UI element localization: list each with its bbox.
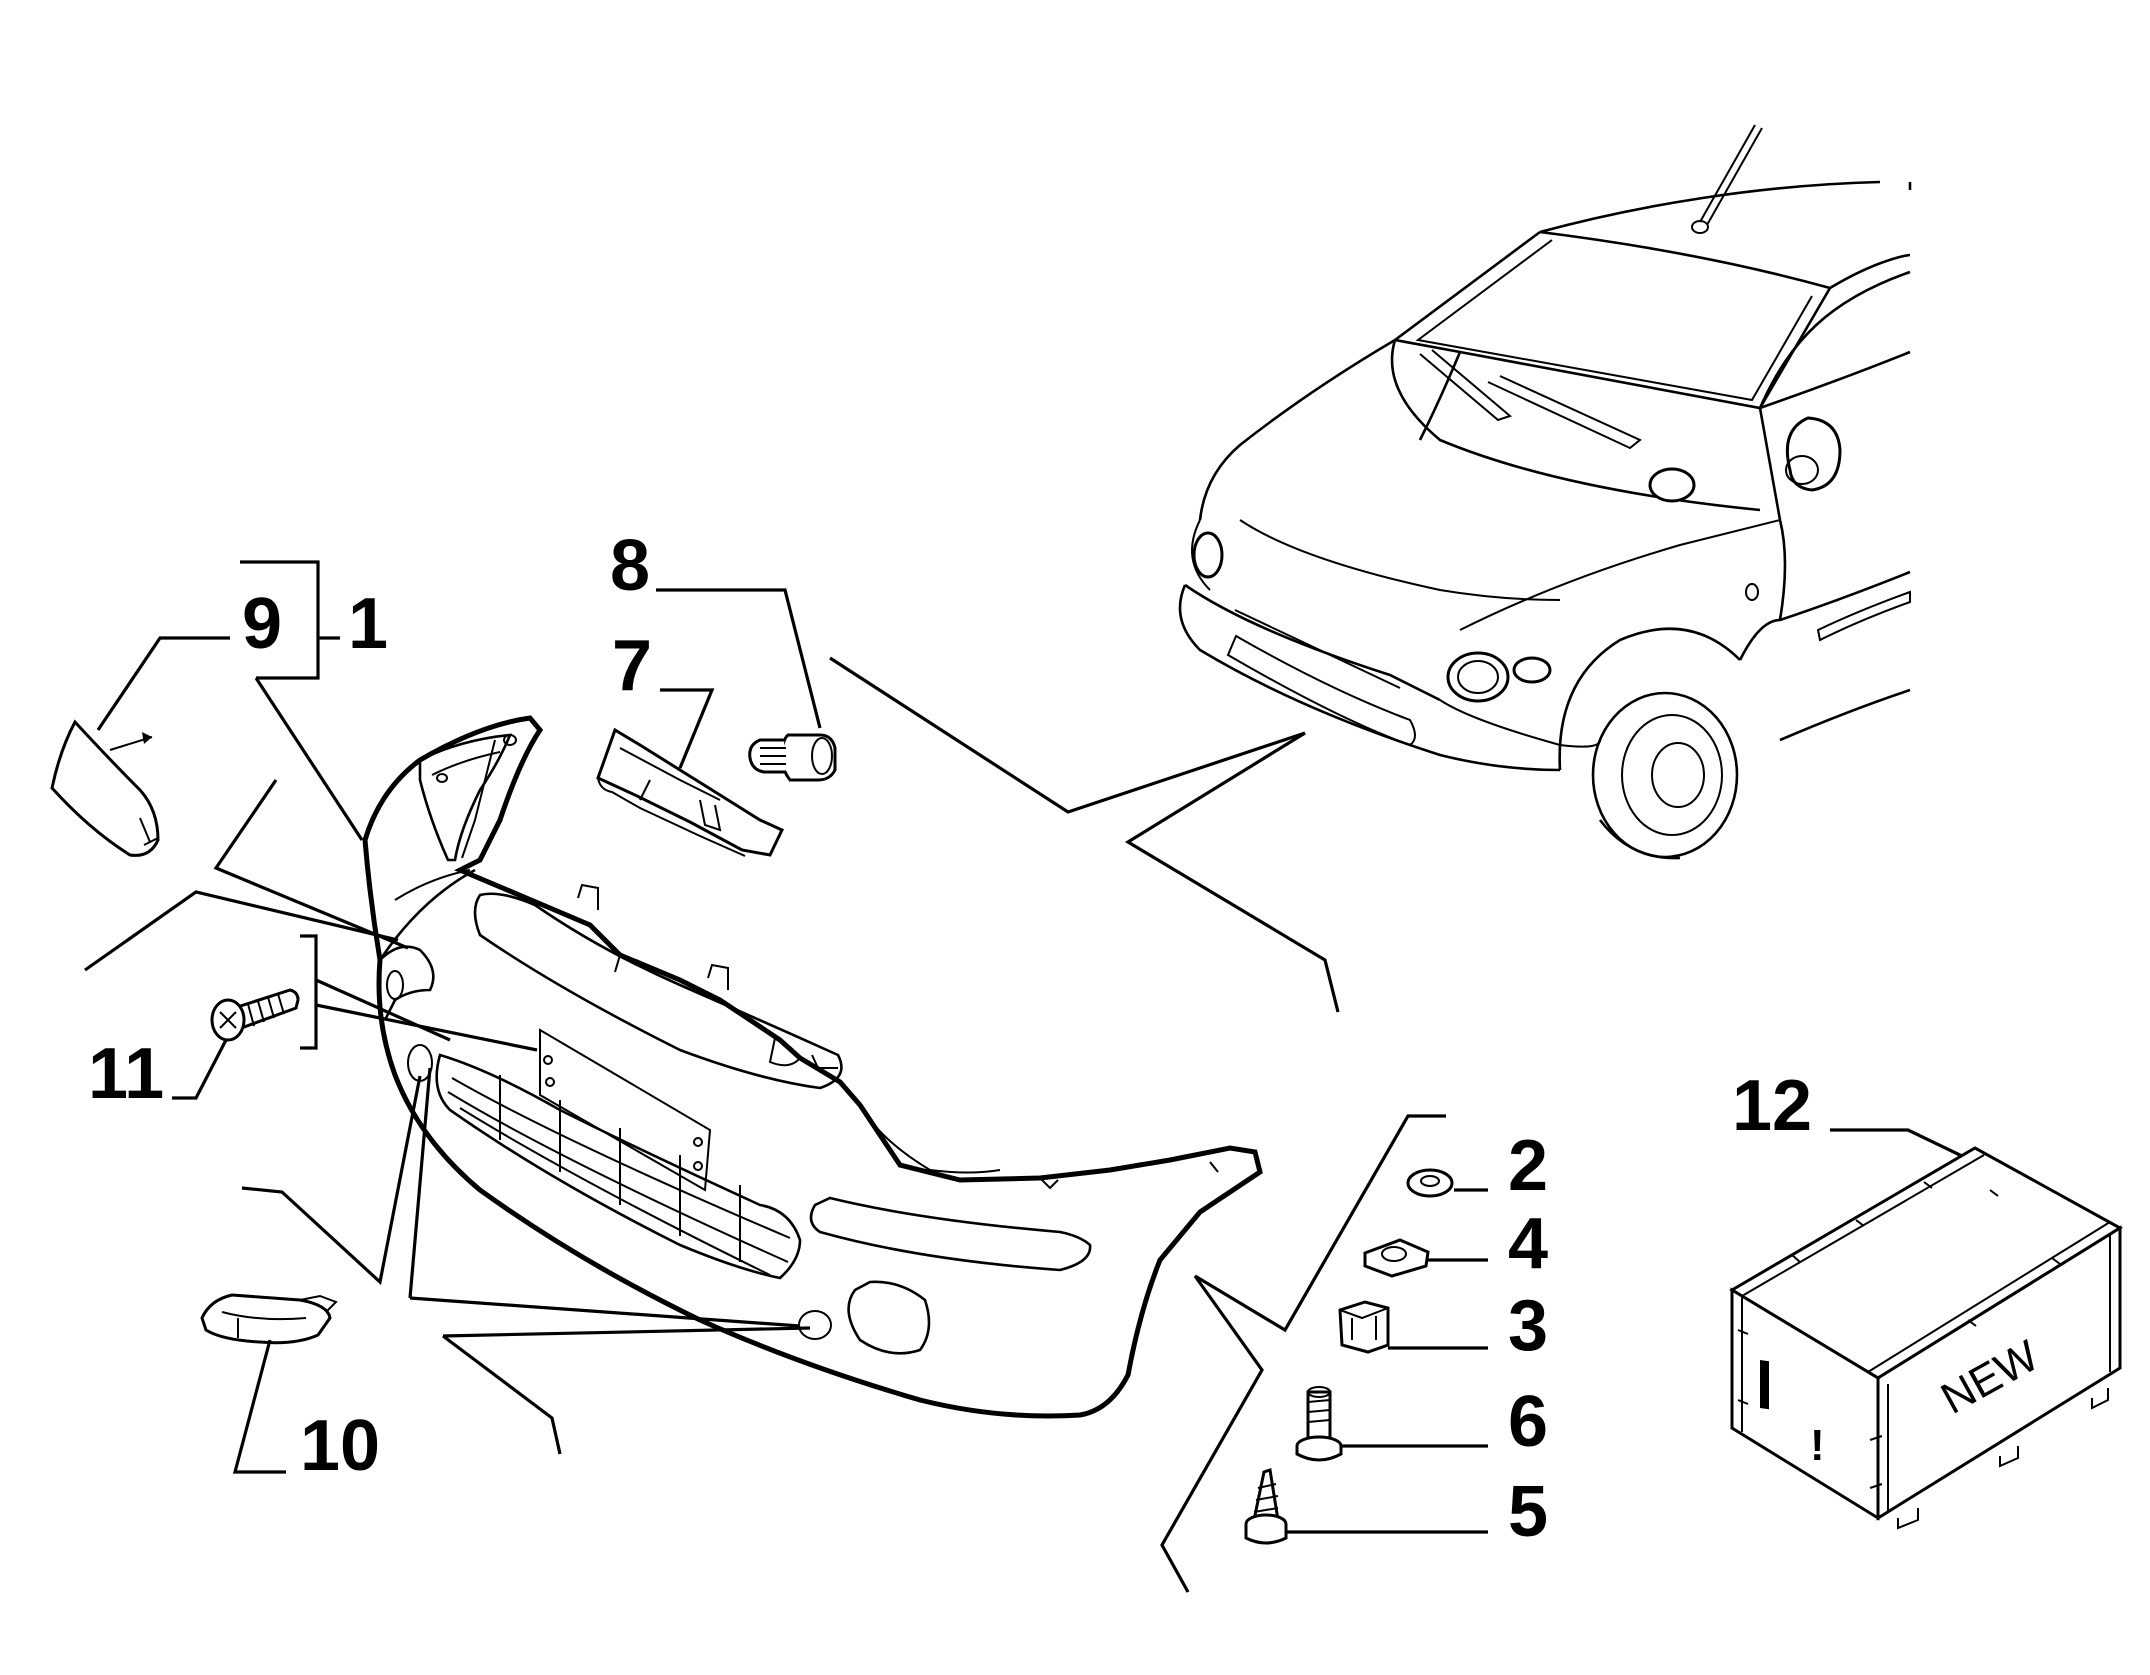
part-2-washer	[1406, 1168, 1454, 1198]
part-5-screw	[1244, 1468, 1288, 1545]
callout-11: 11	[88, 1034, 164, 1114]
part-10-clip	[200, 1293, 338, 1345]
part-9-side-cover	[50, 719, 160, 857]
part-1-front-bumper	[362, 715, 1263, 1419]
part-6-bolt	[1295, 1386, 1343, 1462]
callout-9: 9	[242, 584, 282, 664]
callout-8: 8	[610, 526, 650, 606]
callout-4: 4	[1508, 1204, 1548, 1284]
callout-10: 10	[300, 1406, 380, 1486]
callout-6: 6	[1508, 1382, 1548, 1462]
part-4-nut	[1363, 1238, 1430, 1278]
callout-3: 3	[1508, 1286, 1548, 1366]
part-11-screw	[210, 988, 300, 1042]
leader-lines	[84, 560, 1963, 1593]
box-mark-i	[1760, 1360, 1769, 1410]
callout-12: 12	[1732, 1066, 1812, 1146]
callout-labels: 9 1 8 7 11 10 2 4 3 6 5 12	[88, 526, 1812, 1552]
callout-7: 7	[612, 626, 652, 706]
part-8-clip	[748, 733, 837, 782]
callout-5: 5	[1508, 1472, 1548, 1552]
callout-2: 2	[1508, 1126, 1548, 1206]
callout-1: 1	[348, 584, 388, 664]
car-illustration	[1178, 124, 1912, 860]
part-3-clip	[1338, 1300, 1390, 1354]
part-7-bracket	[596, 727, 785, 857]
part-12-new-box: ! NEW	[1729, 1146, 2123, 1530]
box-mark-exclaim: !	[1810, 1421, 1825, 1470]
